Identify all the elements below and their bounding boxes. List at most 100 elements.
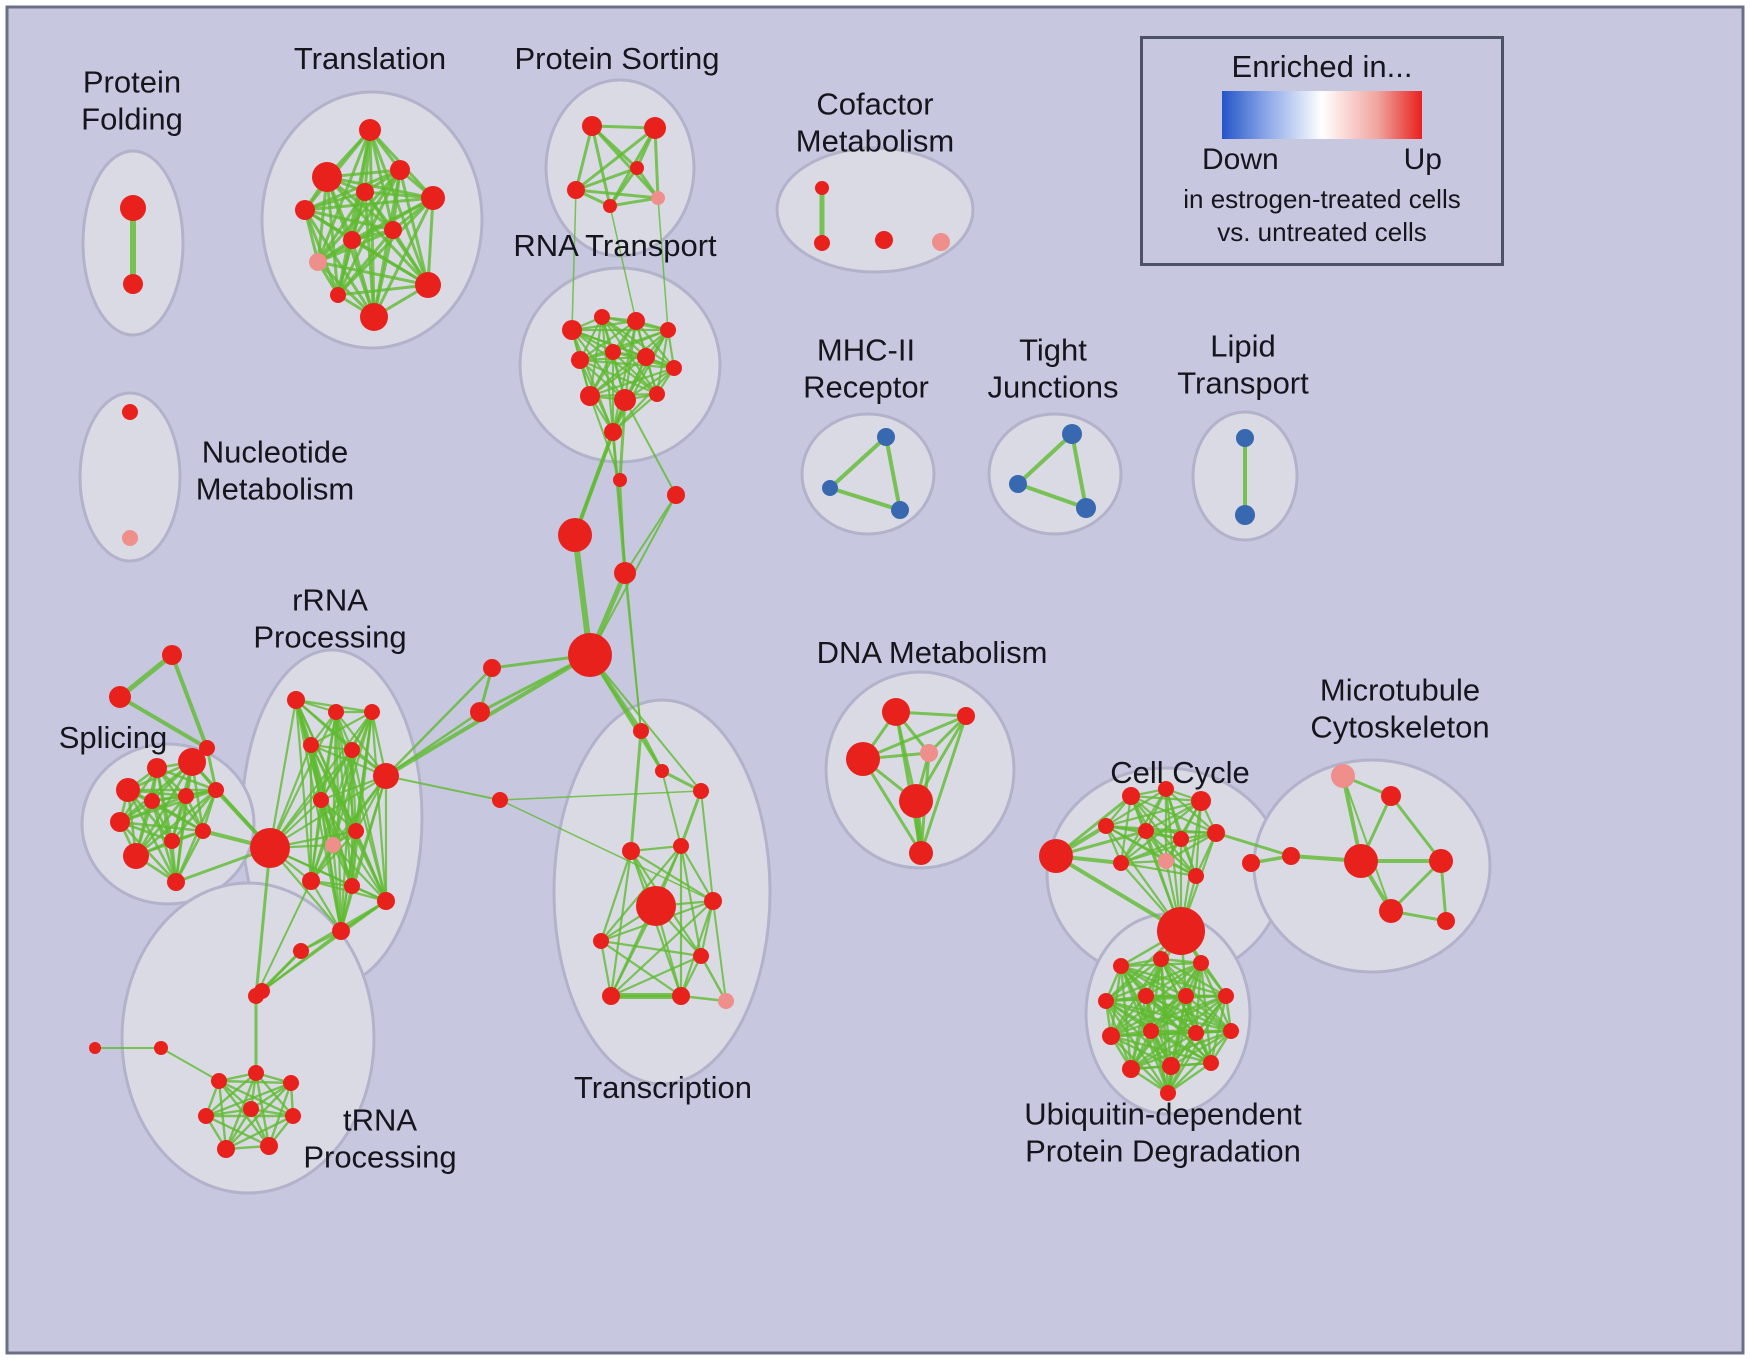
gene-set-node bbox=[571, 351, 589, 369]
gene-set-node bbox=[110, 812, 130, 832]
edge bbox=[657, 197, 669, 331]
edge bbox=[170, 788, 218, 843]
gene-set-node bbox=[562, 320, 582, 340]
edge bbox=[1164, 787, 1218, 835]
edge bbox=[1149, 1029, 1213, 1065]
gene-set-node bbox=[672, 987, 690, 1005]
edge bbox=[217, 1079, 271, 1148]
edge bbox=[309, 710, 374, 883]
gene-set-node bbox=[1178, 988, 1194, 1004]
edge bbox=[599, 939, 683, 998]
gene-set-node bbox=[116, 778, 140, 802]
edge bbox=[303, 208, 376, 319]
edge bbox=[1214, 831, 1293, 858]
gene-set-node bbox=[421, 186, 445, 210]
gene-set-node bbox=[1188, 1025, 1204, 1041]
edge bbox=[354, 829, 388, 903]
gene-set-node bbox=[325, 837, 341, 853]
edge bbox=[363, 190, 376, 319]
gene-set-node bbox=[1331, 764, 1355, 788]
edge bbox=[254, 1071, 271, 1148]
edge bbox=[1109, 994, 1188, 1038]
gene-set-node bbox=[123, 843, 149, 869]
gene-set-node bbox=[178, 748, 206, 776]
gene-set-node bbox=[217, 1140, 235, 1158]
gene-set-node bbox=[627, 312, 645, 330]
gene-set-node bbox=[470, 702, 490, 722]
gene-set-node bbox=[604, 423, 622, 441]
legend-title: Enriched in... bbox=[1231, 49, 1413, 84]
edge bbox=[204, 1071, 258, 1118]
gene-set-node bbox=[582, 116, 602, 136]
gene-set-node bbox=[330, 287, 346, 303]
edge bbox=[325, 175, 435, 200]
edge bbox=[1119, 831, 1218, 865]
gene-set-node bbox=[313, 792, 329, 808]
gene-set-node bbox=[875, 231, 893, 249]
gene-set-node bbox=[660, 322, 676, 338]
gene-set-node bbox=[1076, 498, 1096, 518]
edge bbox=[1129, 1029, 1233, 1071]
gene-set-node bbox=[1098, 818, 1114, 834]
gene-set-node bbox=[567, 181, 585, 199]
edge bbox=[316, 260, 430, 287]
gene-set-node bbox=[1122, 787, 1140, 805]
gene-set-node bbox=[1437, 912, 1455, 930]
edge bbox=[334, 710, 354, 888]
gene-set-node bbox=[1113, 958, 1129, 974]
edge bbox=[174, 829, 205, 884]
edge bbox=[303, 168, 402, 212]
edge bbox=[372, 228, 395, 319]
gene-set-node bbox=[649, 386, 665, 402]
gene-set-node bbox=[328, 704, 344, 720]
edge bbox=[588, 328, 670, 398]
gene-set-node bbox=[248, 1065, 264, 1081]
edge bbox=[589, 654, 702, 792]
edge bbox=[624, 399, 677, 496]
gene-set-node bbox=[846, 742, 880, 776]
edge bbox=[350, 168, 402, 242]
gene-set-node bbox=[1188, 868, 1204, 884]
legend-caption-line2: vs. untreated cells bbox=[1217, 217, 1427, 247]
gene-set-node bbox=[1173, 831, 1189, 847]
cluster-label-cell-cycle: Cell Cycle bbox=[1110, 755, 1250, 790]
gene-set-node bbox=[644, 117, 666, 139]
gene-set-node bbox=[344, 742, 360, 758]
edge bbox=[1184, 994, 1233, 1033]
edge bbox=[700, 790, 714, 902]
gene-set-node bbox=[309, 253, 327, 271]
edge bbox=[712, 900, 727, 1002]
gene-set-node bbox=[147, 758, 167, 778]
edge bbox=[1054, 854, 1183, 933]
gene-set-node bbox=[1235, 505, 1255, 525]
gene-set-node bbox=[636, 886, 676, 926]
edge bbox=[134, 794, 188, 858]
edge bbox=[919, 714, 968, 855]
edge bbox=[150, 799, 205, 833]
gene-set-node bbox=[390, 160, 410, 180]
edge bbox=[679, 844, 703, 958]
edge bbox=[268, 710, 338, 850]
gene-set-node bbox=[1143, 1023, 1159, 1039]
gene-set-node bbox=[1282, 847, 1300, 865]
edge bbox=[316, 190, 367, 264]
gene-set-node bbox=[343, 231, 361, 249]
edge bbox=[331, 843, 388, 903]
edge bbox=[1169, 1029, 1233, 1068]
edge bbox=[1104, 787, 1168, 828]
edge bbox=[118, 788, 218, 824]
gene-set-node bbox=[260, 1137, 278, 1155]
edge bbox=[1070, 432, 1088, 510]
edge bbox=[309, 879, 343, 933]
edge bbox=[1166, 1061, 1213, 1095]
legend-gradient-bar bbox=[1222, 91, 1422, 139]
edge bbox=[574, 126, 657, 192]
gene-set-node bbox=[1158, 853, 1174, 869]
edge bbox=[398, 168, 430, 287]
gene-set-node bbox=[211, 1073, 227, 1089]
gene-set-node bbox=[1207, 824, 1225, 842]
legend-caption-line1: in estrogen-treated cells bbox=[1183, 184, 1461, 214]
